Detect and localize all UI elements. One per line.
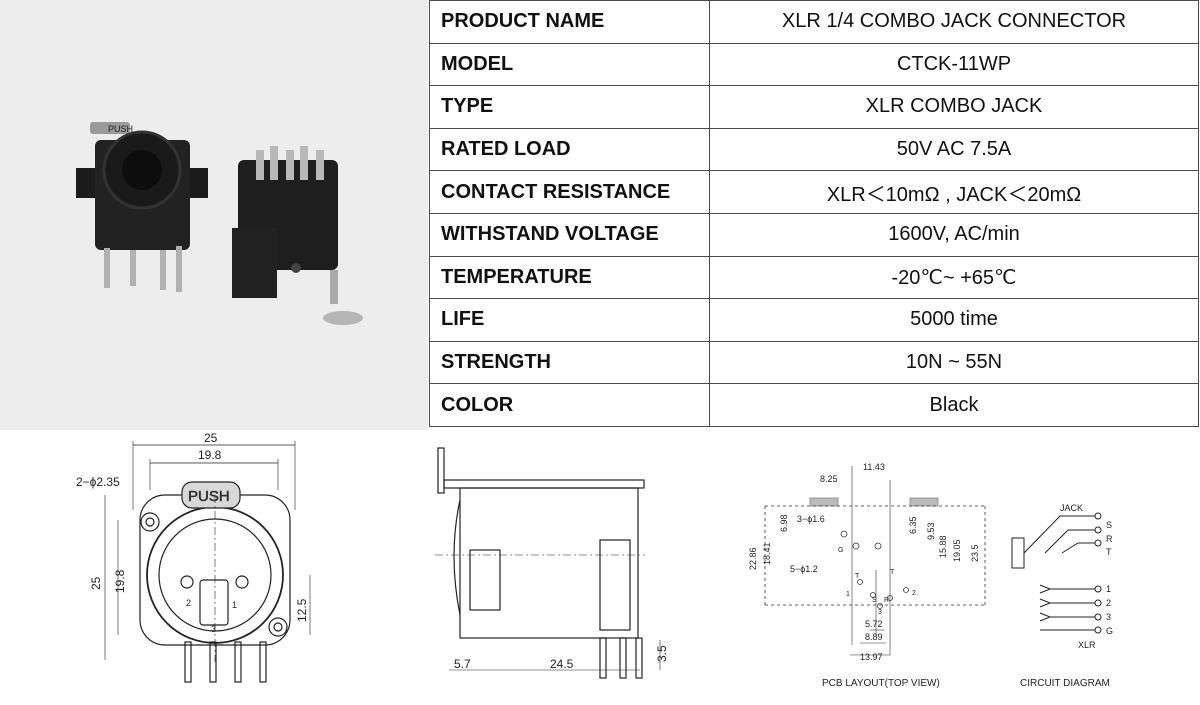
pcb-pin-g: G <box>838 547 843 554</box>
dim-3-5: 3.5 <box>655 645 669 662</box>
dim-5-7: 5.7 <box>454 657 471 671</box>
connector-rear-illustration <box>232 146 363 325</box>
dim-6-35: 6.35 <box>908 516 918 534</box>
spec-label: TYPE <box>429 85 710 129</box>
spec-value: XLR COMBO JACK <box>709 85 1199 129</box>
dim-19-8-height: 19.8 <box>113 569 127 593</box>
jack-pin-t: T <box>1106 547 1112 557</box>
spec-label: MODEL <box>429 42 710 87</box>
dim-hole-1-6: 3−ϕ1.6 <box>797 514 825 524</box>
table-row: TEMPERATURE-20℃~ +65℃ <box>429 255 1199 300</box>
spec-label: TEMPERATURE <box>429 255 710 300</box>
dim-25-height: 25 <box>89 576 103 590</box>
circuit-diagram-caption: CIRCUIT DIAGRAM <box>1020 678 1110 689</box>
dim-25-width: 25 <box>204 431 218 445</box>
pcb-pin-t2: T <box>890 569 895 576</box>
dim-13-97: 13.97 <box>860 652 883 662</box>
spec-label: RATED LOAD <box>429 127 710 172</box>
dim-hole-1-2: 5−ϕ1.2 <box>790 564 818 574</box>
connector-photo-illustration: PUSH <box>76 122 363 325</box>
pcb-pin-1: 1 <box>846 591 850 598</box>
spec-value: 50V AC 7.5A <box>709 127 1199 172</box>
jack-pin-s: S <box>1106 520 1112 530</box>
dim-hole-diameter: 2−ϕ2.35 <box>76 475 120 489</box>
circuit-diagram-drawing <box>1011 512 1102 634</box>
spec-value: CTCK-11WP <box>709 42 1199 87</box>
jack-label: JACK <box>1060 503 1083 513</box>
connector-front-illustration: PUSH <box>76 122 208 292</box>
push-marking: PUSH <box>108 124 133 134</box>
pin-2-label: 2 <box>186 598 191 608</box>
dim-19-05: 19.05 <box>952 539 962 562</box>
dim-8-89: 8.89 <box>865 632 883 642</box>
pcb-layout-drawing <box>764 466 986 656</box>
pcb-pin-r: R <box>884 597 889 604</box>
dim-22-86: 22.86 <box>748 547 758 570</box>
push-label: PUSH <box>188 488 230 505</box>
pcb-layout-labels: 8.25 11.43 3−ϕ1.6 5−ϕ1.2 6.98 6.35 9.53 … <box>748 462 980 689</box>
product-photo: PUSH <box>0 0 428 430</box>
front-view-drawing <box>104 441 311 683</box>
spec-label: COLOR <box>429 383 710 427</box>
pin-1-label: 1 <box>232 600 237 610</box>
side-view-drawing <box>435 447 661 679</box>
dim-15-88: 15.88 <box>938 535 948 558</box>
spec-value: -20℃~ +65℃ <box>709 255 1199 300</box>
spec-label: LIFE <box>429 298 710 342</box>
dim-19-8-width: 19.8 <box>198 448 222 462</box>
dim-24-5: 24.5 <box>550 657 574 671</box>
technical-drawings: 25 19.8 2−ϕ2.35 25 19.8 12.5 PUSH 1 2 3 … <box>0 430 1200 700</box>
dim-5-72: 5.72 <box>865 619 883 629</box>
pcb-pin-2: 2 <box>912 590 916 597</box>
dim-6-98: 6.98 <box>779 514 789 532</box>
spec-label: WITHSTAND VOLTAGE <box>429 212 710 257</box>
spec-value: XLR 1/4 COMBO JACK CONNECTOR <box>709 0 1199 44</box>
pcb-layout-caption: PCB LAYOUT(TOP VIEW) <box>822 678 940 689</box>
spec-label: PRODUCT NAME <box>429 0 710 44</box>
spec-value: XLR＜10mΩ , JACK＜20mΩ <box>709 170 1199 214</box>
spec-value: 1600V, AC/min <box>709 212 1199 257</box>
spec-value: Black <box>709 383 1199 427</box>
dim-18-41: 18.41 <box>762 542 772 565</box>
jack-pin-r: R <box>1106 534 1113 544</box>
spec-value: 10N ~ 55N <box>709 340 1199 385</box>
side-view-labels: 5.7 24.5 3.5 <box>454 645 669 671</box>
spec-value: 5000 time <box>709 298 1199 342</box>
front-view-labels: 25 19.8 2−ϕ2.35 25 19.8 12.5 PUSH 1 2 3 <box>76 431 309 634</box>
xlr-label: XLR <box>1078 640 1096 650</box>
pcb-pin-t1: T <box>855 573 860 580</box>
xlr-pin-2: 2 <box>1106 598 1111 608</box>
dim-8-25: 8.25 <box>820 474 838 484</box>
spec-label: CONTACT RESISTANCE <box>429 170 710 214</box>
xlr-pin-3: 3 <box>1106 612 1111 622</box>
dim-11-43: 11.43 <box>863 462 885 472</box>
xlr-pin-1: 1 <box>1106 584 1111 594</box>
dim-9-53: 9.53 <box>926 522 936 540</box>
dim-23-5: 23.5 <box>970 544 980 562</box>
dim-12-5: 12.5 <box>295 598 309 622</box>
pcb-pin-3: 3 <box>878 609 882 616</box>
circuit-diagram-labels: JACK S R T 1 2 3 G XLR CIRCUIT DIAGRAM <box>1020 503 1113 689</box>
xlr-pin-g: G <box>1106 626 1113 636</box>
pcb-pin-s: S <box>872 597 877 604</box>
pin-3-label: 3 <box>211 624 216 634</box>
spec-label: STRENGTH <box>429 340 710 385</box>
